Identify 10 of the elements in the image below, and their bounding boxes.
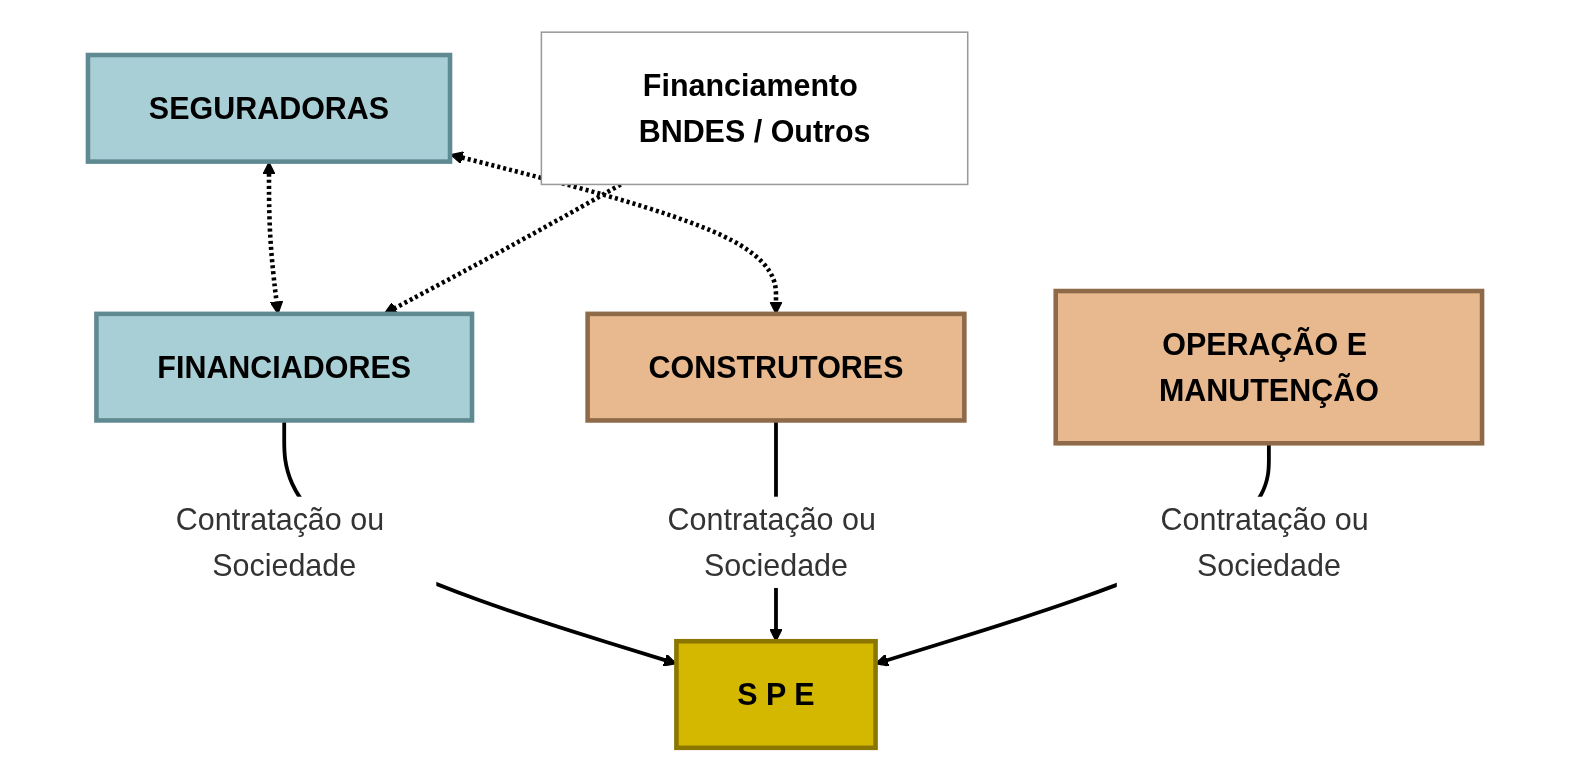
node-box: SEGURADORAS (85, 52, 452, 164)
arrow (383, 182, 622, 315)
node-box: FINANCIADORES (93, 311, 474, 423)
edge-label: Contratação ou Sociedade (1160, 502, 1369, 582)
node-box: OPERAÇÃO E MANUTENÇÃO (1052, 288, 1484, 446)
node-box: CONSTRUTORES (584, 311, 967, 423)
node-box: S P E (673, 638, 878, 751)
edge-label: Contratação ou Sociedade (175, 502, 384, 582)
node-box: Financiamento BNDES / Outros (540, 31, 968, 186)
edge-label: Contratação ou Sociedade (667, 502, 876, 582)
